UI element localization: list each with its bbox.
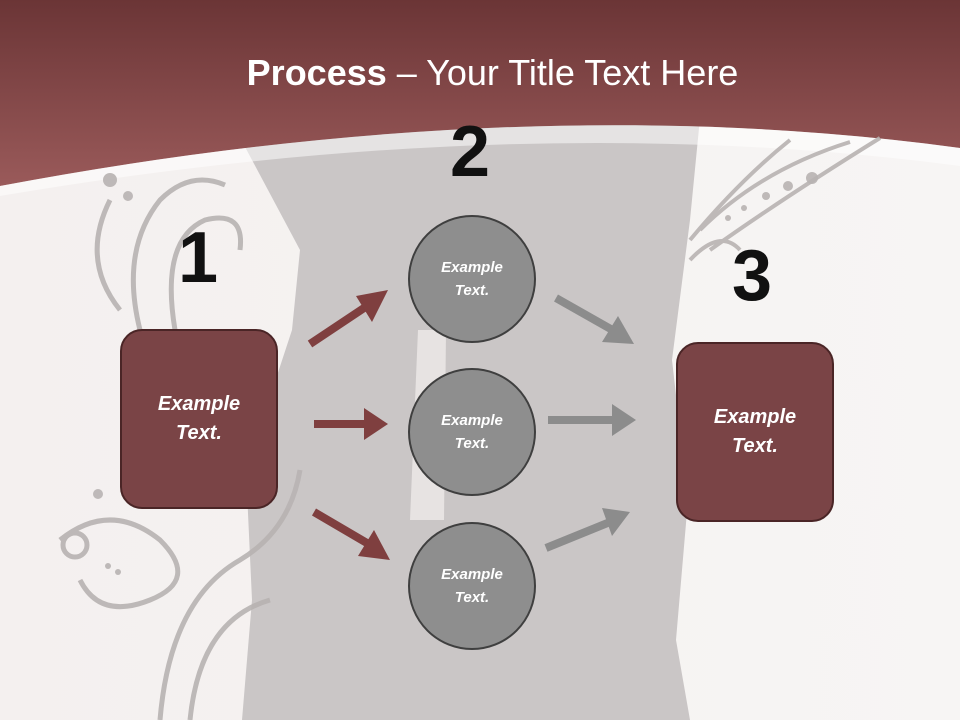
arrow-middle-to-3 xyxy=(548,404,636,436)
step-1-box[interactable]: Example Text. xyxy=(120,329,278,509)
step-number-1: 1 xyxy=(178,218,219,298)
step-3-box[interactable]: Example Text. xyxy=(676,342,834,522)
circle-top-label: Example Text. xyxy=(441,259,503,299)
circle-top[interactable]: Example Text. xyxy=(408,215,536,343)
swirl-decoration-left xyxy=(58,177,303,720)
circle-middle[interactable]: Example Text. xyxy=(408,368,536,496)
header-band xyxy=(0,0,960,186)
arrow-1-to-middle xyxy=(314,408,388,440)
arrow-bottom-to-3 xyxy=(544,508,630,552)
circle-bottom-label: Example Text. xyxy=(441,566,503,606)
title-rest: – Your Title Text Here xyxy=(386,52,739,93)
arrow-1-to-bottom xyxy=(311,508,390,560)
circle-middle-label: Example Text. xyxy=(441,412,503,452)
slide-title: Process – Your Title Text Here xyxy=(0,52,960,94)
step-3-label: Example Text. xyxy=(713,406,797,457)
circle-bottom[interactable]: Example Text. xyxy=(408,522,536,650)
step-1-label: Example Text. xyxy=(157,393,241,444)
swirl-decoration-right xyxy=(688,136,882,262)
step-number-3: 3 xyxy=(732,236,773,316)
arrow-top-to-3 xyxy=(554,294,634,344)
arrow-1-to-top xyxy=(307,290,388,348)
step-number-2: 2 xyxy=(450,112,491,192)
title-bold: Process xyxy=(246,52,387,93)
